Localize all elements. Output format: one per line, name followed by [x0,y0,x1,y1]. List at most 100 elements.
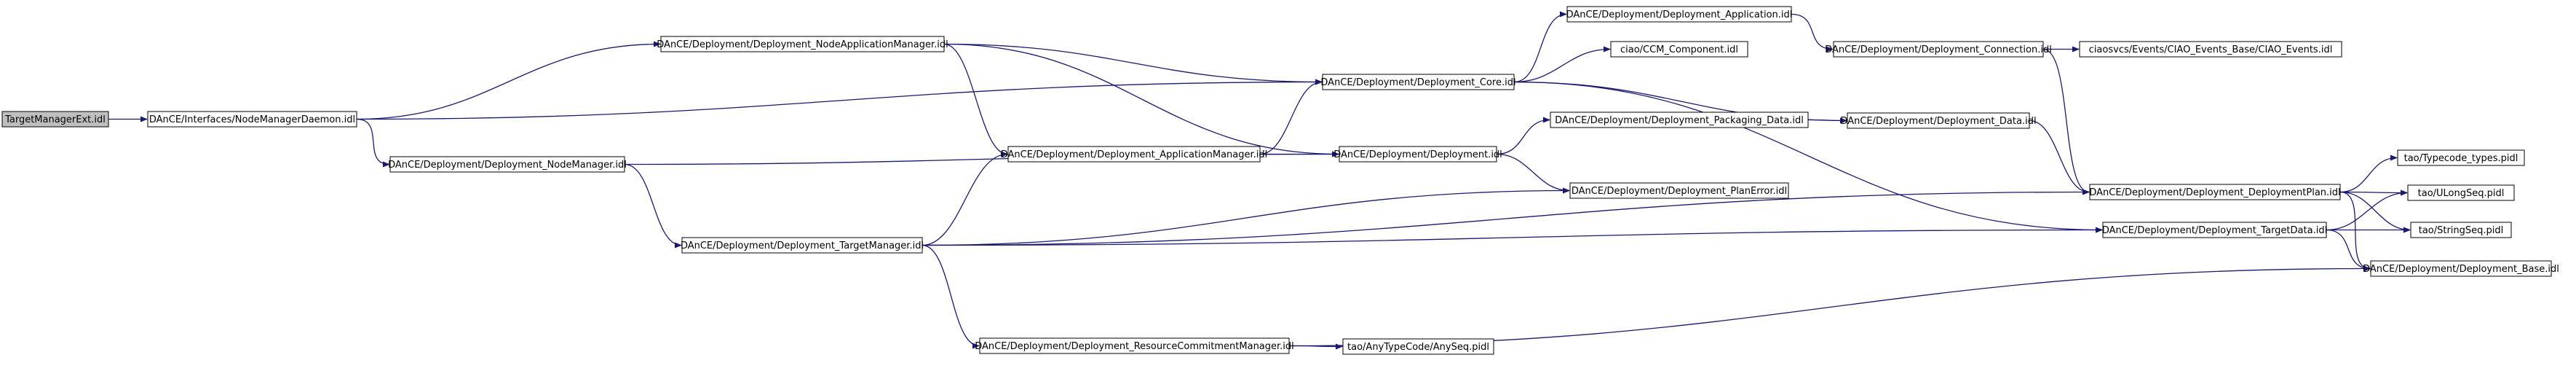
node-box [2407,184,2515,201]
edge-n9-n16 [1807,117,1847,124]
nodes-layer: TargetManagerExt.idl DAnCE/Interfaces/Nod… [1,6,2559,355]
node-label: DAnCE/Deployment/Deployment_TargetData.i… [2102,225,2327,236]
node-box [1833,41,2044,58]
node-box [1339,146,1497,163]
file-node-n0: TargetManagerExt.idl [1,111,109,128]
file-node-n7[interactable]: DAnCE/Deployment/Deployment_ApplicationM… [1001,146,1268,163]
node-label: DAnCE/Deployment/Deployment_ApplicationM… [1001,149,1268,160]
edge-n18-n19 [2326,229,2371,272]
node-box [660,36,945,52]
node-box [2410,222,2512,238]
edge-n2-n8 [943,43,1339,157]
file-node-n14[interactable]: DAnCE/Deployment/Deployment_Connection.i… [1825,41,2052,58]
file-node-n21[interactable]: tao/ULongSeq.pidl [2407,184,2515,201]
file-node-n22[interactable]: tao/StringSeq.pidl [2410,222,2512,238]
node-label: DAnCE/Deployment/Deployment_NodeApplicat… [657,39,948,50]
edge-n11-n10 [922,187,1570,246]
node-label: TargetManagerExt.idl [4,114,106,125]
edge-n18-n21 [2326,189,2408,231]
edge-n17-n20 [2339,155,2398,193]
node-box [2370,260,2552,277]
node-label: tao/AnyTypeCode/AnySeq.pidl [1347,342,1489,353]
node-box [1566,6,1792,23]
node-label: DAnCE/Deployment/Deployment_Connection.i… [1825,44,2052,55]
edge-n4-n14 [1791,13,1834,52]
edge-n1-n3 [356,118,390,168]
file-node-n3[interactable]: DAnCE/Deployment/Deployment_NodeManager.… [388,156,627,173]
file-node-n9[interactable]: DAnCE/Deployment/Deployment_Packaging_Da… [1550,112,1809,128]
edge-n2-n7 [943,43,1008,157]
file-node-n1[interactable]: DAnCE/Interfaces/NodeManagerDaemon.idl [147,111,357,128]
node-box [1,111,109,128]
node-box [1610,41,1748,58]
edge-n17-n21 [2339,189,2408,196]
file-node-n4[interactable]: DAnCE/Deployment/Deployment_Application.… [1566,6,1793,23]
node-label: DAnCE/Deployment/Deployment.idl [1333,149,1502,160]
node-label: DAnCE/Deployment/Deployment_PlanError.id… [1572,186,1787,197]
file-node-n15[interactable]: ciaosvcs/Events/CIAO_Events_Base/CIAO_Ev… [2079,41,2342,58]
node-label: DAnCE/Deployment/Deployment_ResourceComm… [975,341,1294,352]
node-label: ciaosvcs/Events/CIAO_Events_Base/CIAO_Ev… [2089,44,2333,55]
edge-n14-n17 [2042,48,2090,195]
node-box [2089,184,2341,200]
file-node-n16[interactable]: DAnCE/Deployment/Deployment_Data.idl [1840,112,2037,129]
node-box [979,337,1290,354]
edge-n5-n18 [1513,81,2103,233]
file-node-n5[interactable]: DAnCE/Deployment/Deployment_Core.idl [1320,74,1516,90]
node-label: DAnCE/Deployment/Deployment_Application.… [1566,9,1793,20]
file-node-n13[interactable]: tao/AnyTypeCode/AnySeq.pidl [1342,338,1494,355]
file-node-n10[interactable]: DAnCE/Deployment/Deployment_PlanError.id… [1569,182,1789,199]
edge-n11-n17 [922,189,2090,246]
edge-n11-n12 [922,244,980,349]
node-label: DAnCE/Deployment/Deployment_NodeManager.… [388,160,627,171]
edge-n11-n18 [922,227,2103,246]
file-node-n20[interactable]: tao/Typecode_types.pidl [2397,149,2525,166]
node-label: DAnCE/Deployment/Deployment_Packaging_Da… [1555,115,1804,126]
file-node-n12[interactable]: DAnCE/Deployment/Deployment_ResourceComm… [975,337,1294,354]
file-node-n6[interactable]: ciao/CCM_Component.idl [1610,41,1748,58]
edge-n1-n2 [356,41,661,120]
node-label: DAnCE/Deployment/Deployment_Core.idl [1320,77,1515,88]
node-label: tao/StringSeq.pidl [2419,225,2504,236]
file-node-n17[interactable]: DAnCE/Deployment/Deployment_DeploymentPl… [2089,184,2341,200]
edges-layer [108,11,2411,350]
node-label: DAnCE/Deployment/Deployment_TargetManage… [681,241,924,251]
edge-n12-n19 [1288,265,2371,347]
node-label: tao/Typecode_types.pidl [2404,153,2518,164]
node-box [1342,338,1494,355]
edge-n11-n7 [922,151,1008,246]
edge-n5-n4 [1513,11,1567,83]
node-box [1007,146,1261,163]
file-node-n18[interactable]: DAnCE/Deployment/Deployment_TargetData.i… [2102,222,2327,238]
file-node-n11[interactable]: DAnCE/Deployment/Deployment_TargetManage… [681,237,924,254]
node-label: DAnCE/Deployment/Deployment_DeploymentPl… [2089,187,2340,198]
node-box [1322,74,1515,90]
node-box [389,156,625,173]
edge-n8-n9 [1496,117,1550,155]
file-node-n2[interactable]: DAnCE/Deployment/Deployment_NodeApplicat… [657,36,948,52]
edge-n3-n11 [624,163,682,249]
file-node-n8[interactable]: DAnCE/Deployment/Deployment.idl [1333,146,1502,163]
edge-n16-n17 [2029,120,2090,195]
node-label: DAnCE/Deployment/Deployment_Base.idl [2363,264,2559,275]
edge-n1-n5 [356,79,1323,120]
node-label: ciao/CCM_Component.idl [1620,44,1738,55]
edge-n17-n22 [2339,191,2411,233]
node-box [2397,149,2525,166]
node-box [1569,182,1789,199]
node-box [147,111,357,128]
node-label: DAnCE/Interfaces/NodeManagerDaemon.idl [149,114,355,125]
edge-n7-n5 [1259,79,1323,155]
node-label: tao/ULongSeq.pidl [2418,188,2505,199]
node-box [681,237,923,254]
edge-n5-n6 [1513,46,1611,83]
file-node-n19[interactable]: DAnCE/Deployment/Deployment_Base.idl [2363,260,2559,277]
node-label: DAnCE/Deployment/Deployment_Data.idl [1840,116,2036,127]
edge-n2-n5 [943,43,1323,85]
node-box [2079,41,2342,58]
edge-n8-n10 [1496,153,1570,194]
node-box [2102,222,2327,238]
node-box [1550,112,1809,128]
node-box [1847,112,2030,129]
